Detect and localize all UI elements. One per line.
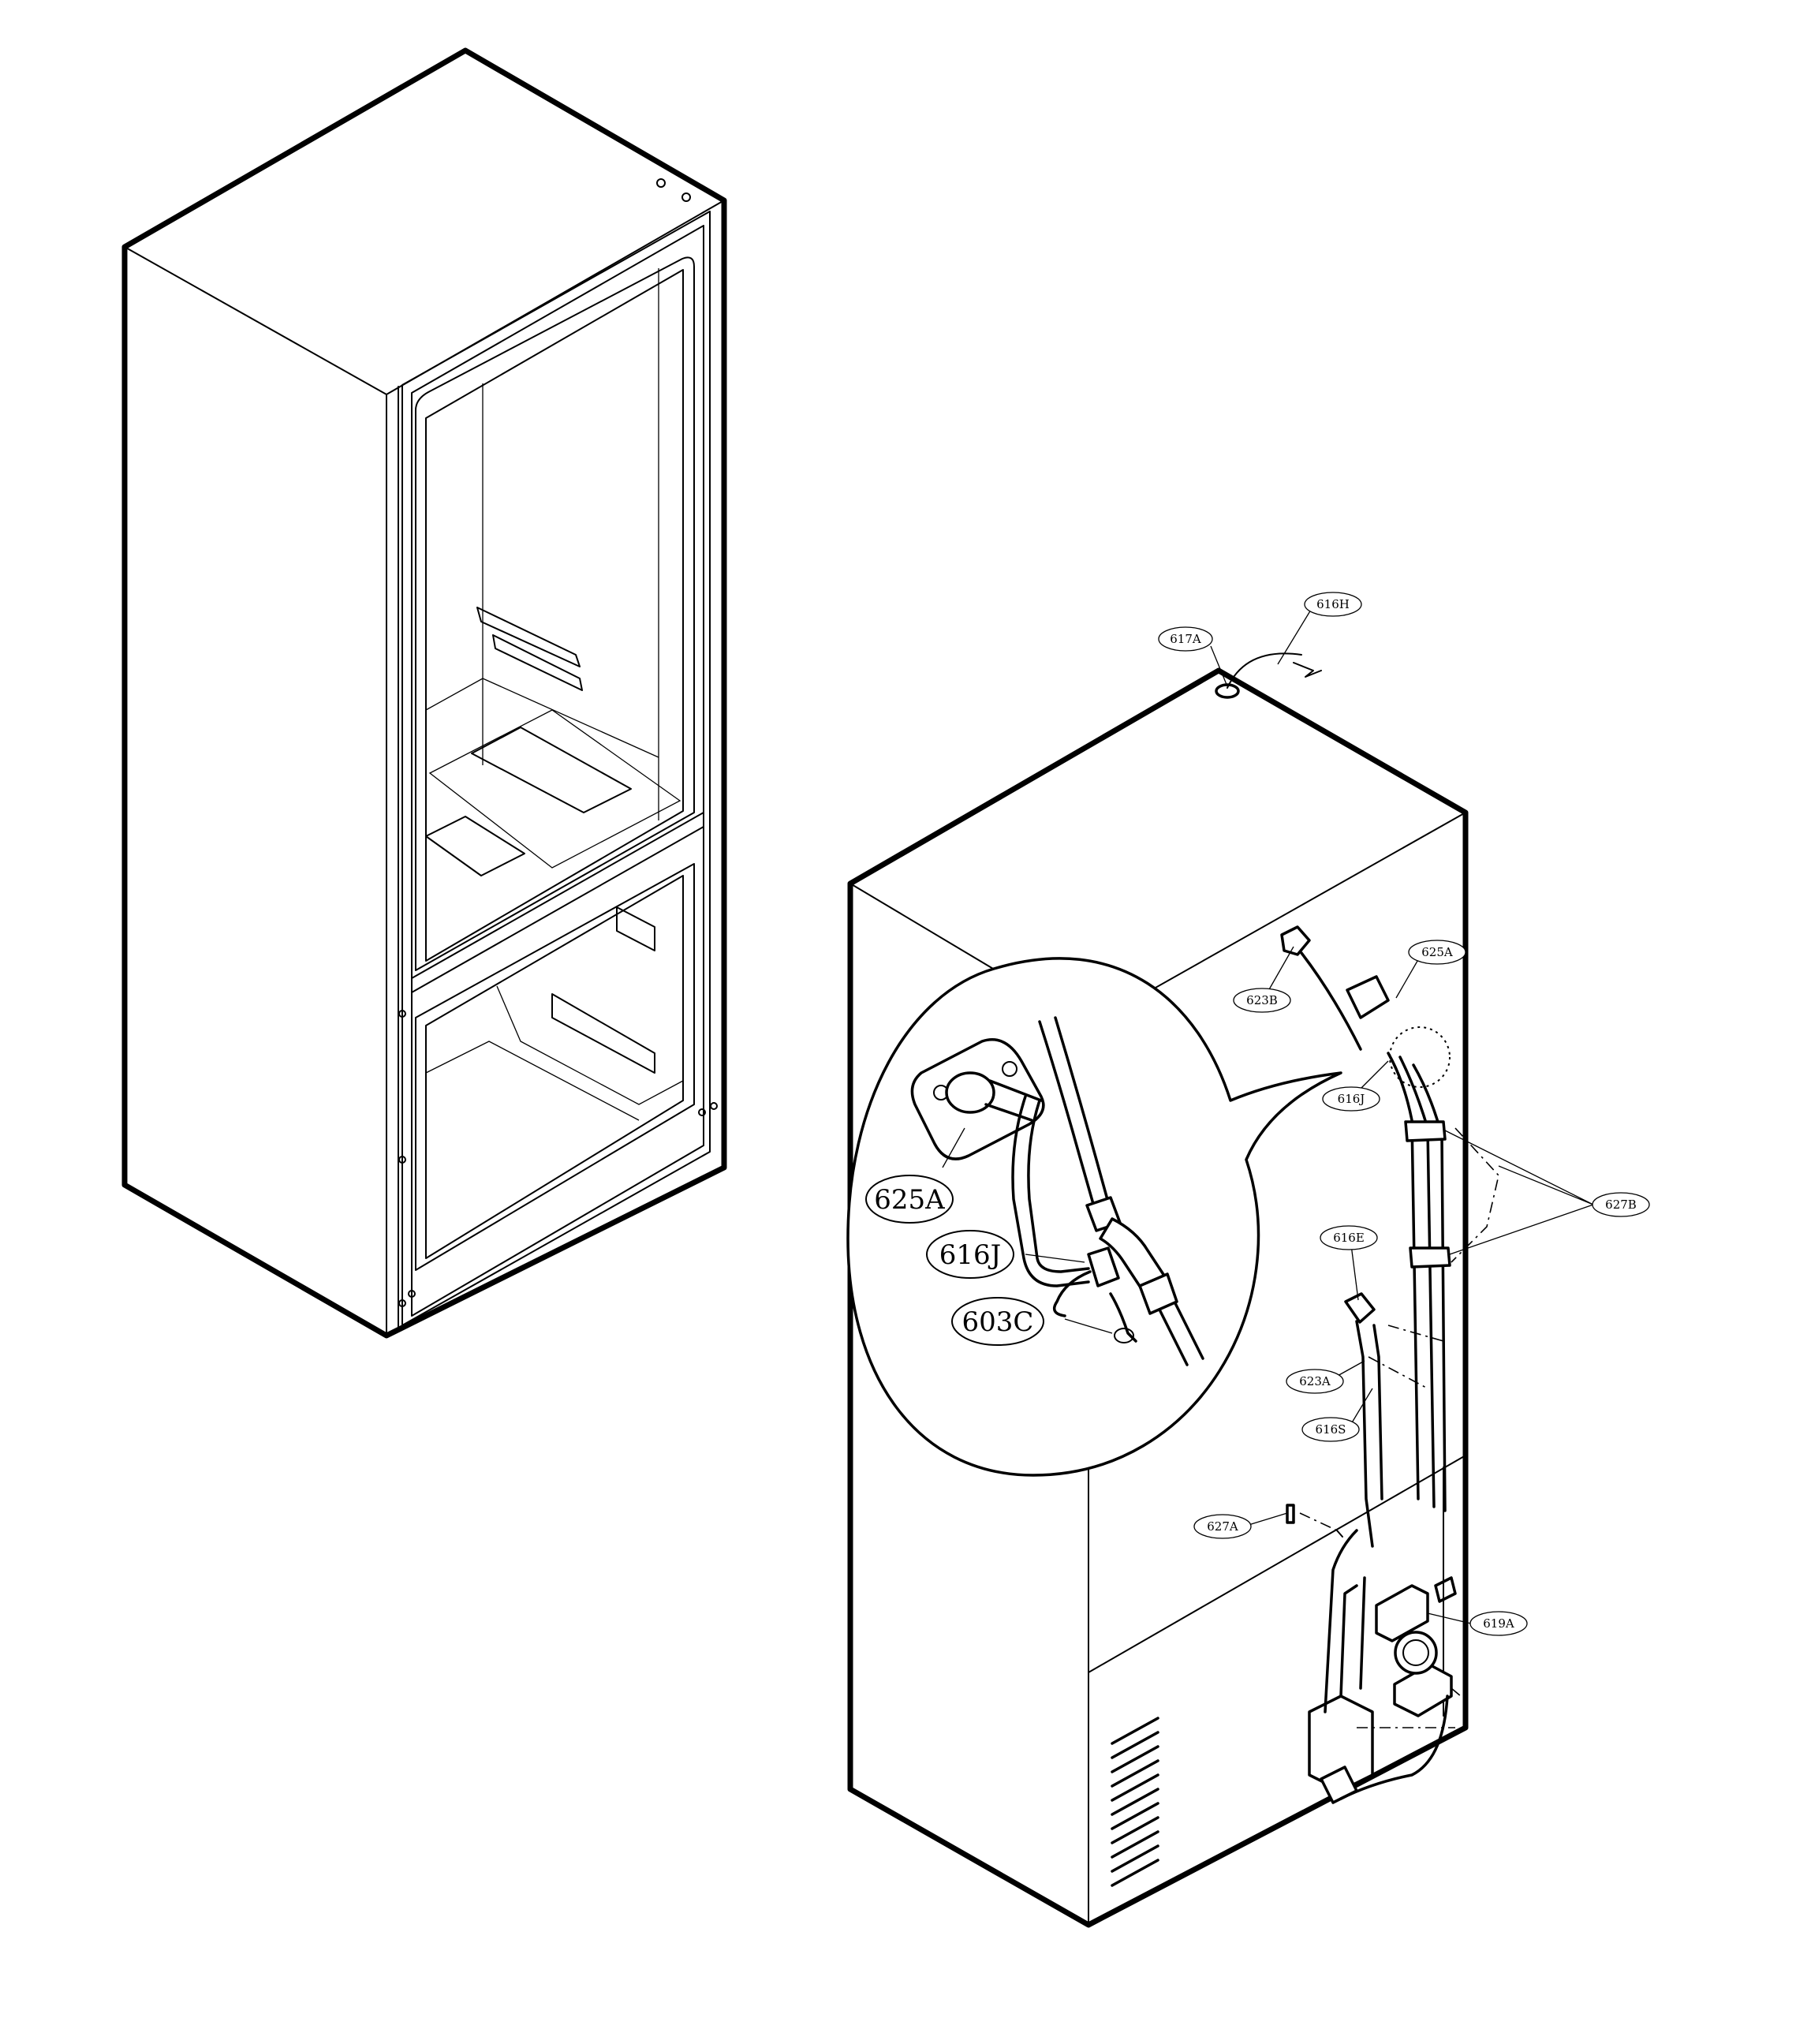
callout-627A: 627A — [1193, 1514, 1252, 1539]
svg-text:619A: 619A — [1483, 1616, 1514, 1631]
svg-text:616J: 616J — [939, 1239, 1002, 1271]
svg-text:625A: 625A — [1421, 945, 1453, 959]
callout-616H: 616H — [1304, 592, 1362, 617]
svg-text:623B: 623B — [1246, 993, 1278, 1007]
svg-text:617A: 617A — [1170, 632, 1201, 646]
detail-callout-625A: 625A — [865, 1175, 954, 1224]
front-cabinet — [121, 47, 727, 1339]
svg-text:616H: 616H — [1316, 597, 1350, 611]
svg-text:616J: 616J — [1338, 1092, 1365, 1106]
callout-627B: 627B — [1592, 1192, 1650, 1217]
callout-616J: 616J — [1322, 1086, 1380, 1112]
vent-slots — [1111, 1717, 1159, 1887]
svg-text:603C: 603C — [962, 1306, 1034, 1338]
callout-617A: 617A — [1158, 626, 1213, 652]
valve-assembly — [1308, 1529, 1466, 1804]
svg-text:627A: 627A — [1207, 1519, 1238, 1534]
callout-616S: 616S — [1301, 1417, 1360, 1442]
callout-619A: 619A — [1469, 1611, 1528, 1636]
callout-625A: 625A — [1408, 940, 1466, 965]
rear-cabinet — [847, 652, 1499, 1928]
svg-text:616E: 616E — [1333, 1231, 1365, 1245]
callout-623A: 623A — [1286, 1369, 1344, 1394]
svg-text:616S: 616S — [1316, 1422, 1346, 1437]
detail-callout-603C: 603C — [951, 1297, 1044, 1346]
svg-text:627B: 627B — [1605, 1198, 1637, 1212]
callout-616E: 616E — [1320, 1225, 1378, 1250]
detail-bubble — [846, 957, 1342, 1477]
svg-text:623A: 623A — [1299, 1374, 1331, 1388]
svg-text:625A: 625A — [874, 1184, 945, 1216]
callout-623B: 623B — [1233, 988, 1291, 1013]
detail-callout-616J: 616J — [926, 1230, 1014, 1279]
